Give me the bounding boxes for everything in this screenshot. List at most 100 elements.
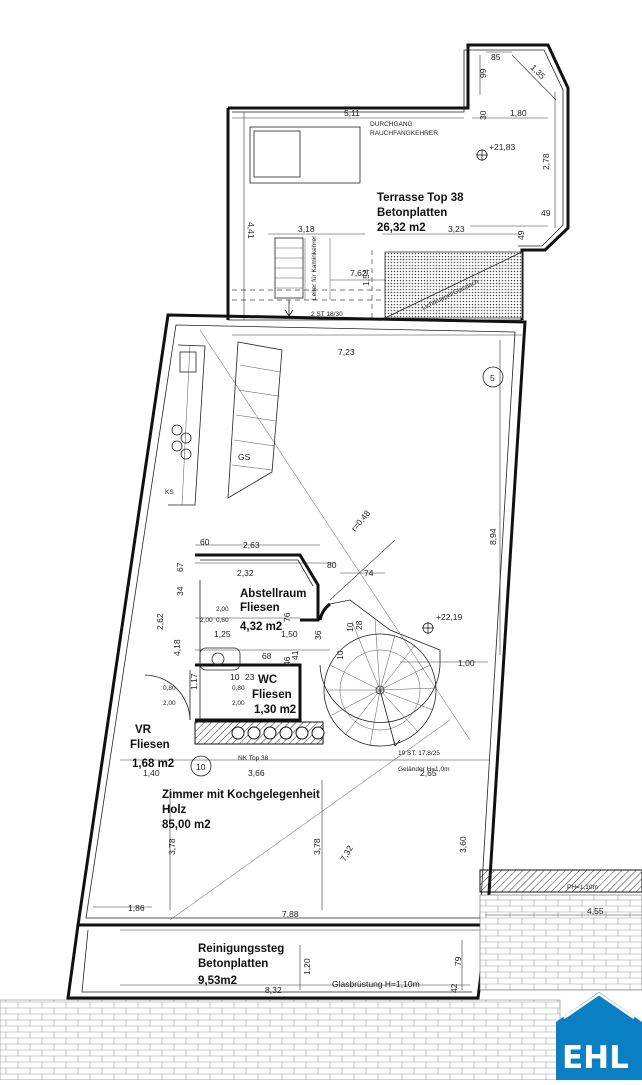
dim-263: 2,63 [243, 540, 260, 550]
terrace-area: 26,32 m2 [377, 222, 426, 234]
vr-area: 1,68 m2 [132, 758, 174, 770]
annotation-parapet-right: PH=1,10m [567, 884, 598, 891]
dim-080a: 0,80 [163, 685, 176, 692]
dim-10a: 10 [335, 650, 345, 660]
dim-125: 1,25 [214, 629, 231, 639]
dim-832: 8,32 [265, 985, 282, 995]
wc-label-line1: WC [258, 674, 277, 686]
dim-894: 8,94 [488, 528, 498, 545]
dim-323: 3,23 [448, 224, 465, 234]
room-labels: Terrasse Top 38 Betonplatten 26,32 m2 Ab… [130, 192, 464, 987]
dimension-labels: 85 99 1,35 5,11 30 1,80 2,78 4,41 3,18 3… [128, 52, 604, 995]
annotation-ks: KS [165, 489, 174, 496]
dim-732: 7,32 [338, 843, 355, 863]
vr-label-line1: VR [135, 724, 152, 736]
dim-28: 28 [354, 620, 364, 630]
storage-area: 4,32 m2 [240, 621, 282, 633]
dim-232: 2,32 [237, 568, 254, 578]
spiral-staircase [318, 599, 441, 747]
dim-723: 7,23 [338, 347, 355, 357]
dim-511: 5,11 [344, 108, 360, 118]
main-room-label-line1: Zimmer mit Kochgelegenheit [162, 789, 320, 801]
section-number: 5 [490, 373, 495, 383]
main-room-area: 85,00 m2 [162, 819, 211, 831]
dim-080b: 0,80 [232, 685, 245, 692]
dim-418: 4,18 [172, 639, 182, 656]
neighbour-brick-wall [479, 894, 642, 991]
dim-262: 2,62 [155, 613, 165, 630]
catwalk-label-line1: Reinigungssteg [198, 943, 284, 955]
dim-42: 42 [449, 983, 459, 993]
dim-23: 23 [245, 672, 255, 682]
dim-85: 85 [491, 52, 501, 62]
annotation-railing: Geländer H=1,0m [398, 766, 450, 773]
annotation-ladder: Leiter für Kaminkehrer [311, 235, 318, 300]
access-stair [274, 237, 304, 317]
dim-135: 1,35 [529, 62, 548, 81]
terrace-area [226, 43, 570, 336]
annotation-durchgang: DURCHGANG [370, 121, 413, 128]
annotation-stairs-main: 19 ST. 17,8/25 [398, 750, 440, 757]
kitchen-counter [168, 344, 206, 506]
dim-117: 1,17 [189, 673, 199, 690]
dim-49a: 49 [541, 208, 551, 218]
dim-366: 3,66 [248, 768, 265, 778]
dim-49b: 49 [516, 230, 526, 240]
storage-label-line1: Abstellraum [240, 588, 306, 600]
dim-200c: 2,00 [163, 700, 176, 707]
dim-68: 68 [262, 651, 272, 661]
elevation-marker-floor [422, 622, 434, 634]
dim-r048: r=0,48 [349, 508, 372, 533]
neighbour-parapet [479, 869, 642, 893]
dim-360: 3,60 [458, 836, 468, 853]
dim-79: 79 [453, 956, 463, 966]
annotation-stairs-top: 2 ST 18/30 [311, 311, 343, 318]
dim-441: 4,41 [246, 222, 256, 239]
ehl-logo[interactable]: EHL [556, 992, 642, 1080]
terrace-label-line1: Terrasse Top 38 [377, 192, 464, 204]
vr-label-line2: Fliesen [130, 739, 170, 751]
dim-60: 60 [200, 537, 210, 547]
terrace-label-line2: Betonplatten [377, 207, 447, 219]
dim-200b: 2,00 [200, 617, 213, 624]
wc-walls [195, 663, 302, 722]
dim-455: 4,55 [587, 906, 604, 916]
unit-number-marker [190, 755, 212, 777]
dim-10c: 10 [230, 672, 240, 682]
dim-265: 2,65 [420, 768, 437, 778]
dim-74: 74 [364, 568, 374, 578]
storage-walls [195, 553, 320, 622]
chimney-shaft [249, 126, 361, 184]
dim-200d: 2,00 [232, 700, 245, 707]
dim-120: 1,20 [302, 958, 312, 975]
dim-100: 1,00 [458, 658, 475, 668]
dim-46: 46 [282, 656, 292, 666]
annotation-nk: NK Top 38 [238, 755, 269, 762]
dim-99: 99 [478, 68, 488, 78]
dim-378b: 3,78 [312, 838, 322, 855]
wc-basin [199, 647, 241, 671]
logo-text: EHL [562, 1040, 629, 1076]
unit-number: 10 [196, 762, 206, 772]
annotation-glass-parapet: Glasbrüstung H=1,10m [332, 979, 420, 989]
dim-788: 7,88 [282, 909, 299, 919]
dim-278: 2,78 [541, 153, 551, 170]
gs-shaft [227, 341, 283, 499]
dim-200a: 2,00 [216, 606, 229, 613]
section-marker [482, 366, 504, 388]
wc-area: 1,30 m2 [254, 704, 296, 716]
dim-67: 67 [175, 562, 185, 572]
elevation-floor: +22,19 [436, 612, 463, 622]
dim-140: 1,40 [143, 768, 160, 778]
dim-30: 30 [478, 110, 488, 120]
dim-76: 76 [282, 612, 292, 622]
main-room [76, 313, 527, 931]
dim-36: 36 [313, 630, 323, 640]
annotation-gs: GS [238, 452, 251, 462]
dim-060: 0,60 [216, 617, 229, 624]
dim-41: 41 [290, 650, 300, 660]
dim-762: 7,62 [350, 268, 367, 278]
elevation-terrace: +21,83 [489, 142, 516, 152]
